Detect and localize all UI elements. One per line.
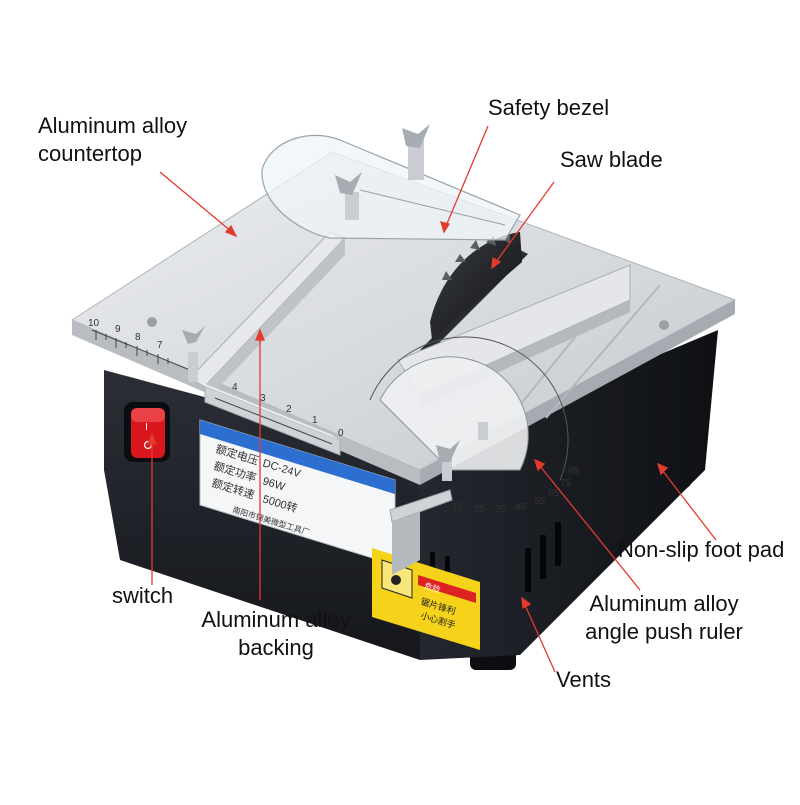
protractor-45: 45 — [515, 502, 527, 513]
angle-push-ruler: 5 15 25 35 45 55 65 75 85 — [369, 264, 631, 575]
safety-bezel — [261, 124, 521, 241]
scale-left-10: 10 — [88, 318, 100, 329]
scale-left-9: 9 — [115, 324, 121, 335]
callout-arrows — [147, 125, 717, 673]
callout-countertop-line-1: Aluminum alloy — [38, 113, 188, 138]
callout-saw-blade: Saw blade — [560, 147, 663, 172]
protractor-25: 25 — [474, 504, 486, 515]
callout-countertop: Aluminum alloy countertop — [38, 112, 187, 168]
rip-fence: 4 3 2 1 0 — [182, 231, 346, 456]
spec-plate: 额定电压 DC-24V 额定功率 96W 额定转速 5000转 南阳市锦美微型工… — [199, 419, 396, 566]
callout-switch: switch — [112, 583, 174, 608]
protractor-75: 75 — [560, 478, 572, 489]
callout-backing-line-1: Aluminum alloy — [201, 607, 351, 632]
scale-left-8: 8 — [135, 332, 141, 343]
callout-backing: Aluminum alloy backing — [192, 606, 360, 662]
protractor-15: 15 — [452, 502, 464, 513]
left-ruler: 10 9 8 7 — [88, 318, 196, 373]
power-switch[interactable]: I — [124, 402, 170, 462]
saw-blade — [420, 232, 528, 354]
protractor-35: 35 — [495, 504, 507, 515]
scale-left-7: 7 — [157, 340, 163, 351]
scale-fence-2: 2 — [286, 404, 292, 415]
protractor-65: 65 — [548, 488, 560, 499]
protractor-55: 55 — [534, 496, 546, 507]
callout-vents: Vents — [556, 667, 612, 692]
scale-fence-1: 1 — [312, 415, 318, 426]
protractor-85: 85 — [568, 466, 580, 477]
callout-push-ruler-line-2: angle push ruler — [585, 619, 743, 644]
svg-text:I: I — [145, 422, 148, 433]
callout-push-ruler-line-1: Aluminum alloy — [589, 591, 739, 616]
callout-push-ruler: Aluminum alloy angle push ruler — [576, 590, 752, 646]
callout-foot-pad: Non-slip foot pad — [618, 537, 785, 562]
callout-countertop-line-2: countertop — [38, 141, 142, 166]
warning-sticker: 危险 锯片锋利 小心割手 — [372, 548, 480, 650]
scale-fence-4: 4 — [232, 382, 238, 393]
callout-backing-line-2: backing — [238, 635, 314, 660]
scale-fence-3: 3 — [260, 393, 266, 404]
warning-head: 危险 — [423, 580, 441, 594]
callout-safety-bezel: Safety bezel — [488, 95, 610, 120]
scale-fence-0: 0 — [338, 428, 344, 439]
